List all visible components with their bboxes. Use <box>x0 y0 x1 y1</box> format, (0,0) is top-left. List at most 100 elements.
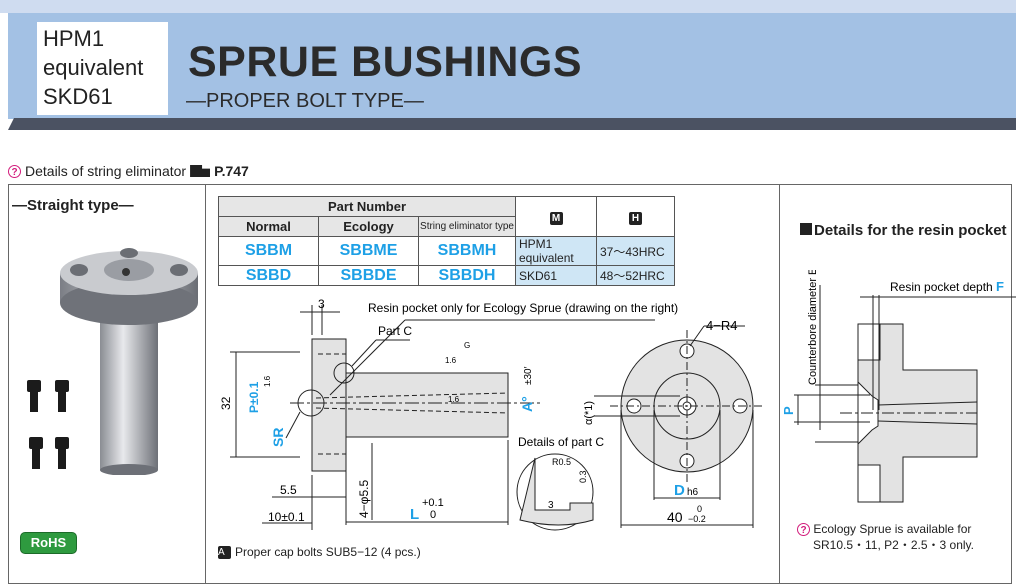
cell-string: SBBMH <box>418 236 516 266</box>
product-photo <box>27 248 198 475</box>
note-text: Details of string eliminator <box>25 163 187 179</box>
drawing-line <box>230 305 655 530</box>
part-number-table: Part Number M H Normal Ecology String el… <box>218 196 675 286</box>
dim-40-tol-bottom: −0.2 <box>688 514 706 524</box>
drawing-line <box>311 338 509 472</box>
drawing-line <box>285 411 301 439</box>
header-band <box>8 13 1016 119</box>
string-eliminator-note: ? Details of string eliminator P.747 <box>8 163 249 179</box>
material-header: M <box>515 196 597 237</box>
drawing-line <box>315 353 509 455</box>
drawing-line <box>297 389 325 417</box>
cell-normal: SBBD <box>218 265 319 286</box>
drawing-line <box>58 449 66 469</box>
d-tolerance: h6 <box>687 487 699 498</box>
drawing-line <box>27 380 41 392</box>
drawing-line <box>857 464 881 503</box>
alpha-label: α(*1) <box>583 401 595 425</box>
drawing-line <box>32 449 40 469</box>
cell-ecology: SBBDE <box>318 265 419 286</box>
dim-5-5: 5.5 <box>280 483 297 497</box>
cap-bolt-caption: A Proper cap bolts SUB5−12 (4 pcs.) <box>218 545 421 559</box>
resin-pocket-drawing: Resin pocket depth F Counterbore diamete… <box>781 270 1016 503</box>
drawing-line <box>315 392 509 399</box>
dim-3-detail: 3 <box>548 500 554 511</box>
drawing-line <box>315 407 509 414</box>
drawing-line <box>170 264 188 276</box>
angle-a: A° <box>519 396 535 412</box>
resin-title-text: Details for the resin pocket <box>814 222 1007 239</box>
col-normal: Normal <box>218 216 319 237</box>
roughness: 1.6 <box>263 375 272 387</box>
hole-spec: 4−φ5.5 <box>357 480 371 518</box>
resin-depth-symbol: F <box>996 279 1004 294</box>
roughness: 1.6 <box>445 356 457 365</box>
drawing-line <box>877 401 978 406</box>
drawing-line <box>70 264 88 276</box>
material-line: SKD61 <box>43 84 113 109</box>
drawing-line <box>333 362 355 384</box>
drawing-line <box>329 319 406 396</box>
table-row: SBBM SBBME SBBMH HPM1 equivalent 37～43HR… <box>218 236 675 266</box>
cell-hardness: 48～52HRC <box>596 265 675 286</box>
roughness: 1.6 <box>448 395 460 404</box>
col-string: String eliminator type <box>418 216 516 237</box>
cell-ecology: SBBME <box>318 236 419 266</box>
shank-section <box>345 372 509 438</box>
hardness-header: H <box>596 196 675 237</box>
cell-string: SBBDH <box>418 265 516 286</box>
page-title: SPRUE BUSHINGS <box>188 38 583 86</box>
flange-section <box>311 338 347 472</box>
drawing-line <box>100 464 158 475</box>
l-tol-bottom: 0 <box>430 509 436 521</box>
note-line: SR10.5・11, P2・2.5・3 only. <box>813 538 974 552</box>
dim-40-tol-top: 0 <box>697 504 702 514</box>
l-tol-top: +0.1 <box>422 497 444 509</box>
drawing-line <box>689 325 705 347</box>
angle-tolerance: ±30′ <box>523 366 534 385</box>
dim-sr: SR <box>270 428 286 447</box>
drawing-line <box>55 437 69 449</box>
part-number-header: Part Number <box>218 196 516 217</box>
cap-bolt <box>27 380 69 469</box>
drawing-line <box>877 420 978 425</box>
resin-pocket-note: Resin pocket only for Ecology Sprue (dra… <box>368 301 678 315</box>
dim-d: D <box>674 482 685 499</box>
type-label: —Straight type— <box>12 197 134 214</box>
drawing-line <box>55 380 69 392</box>
dim-10: 10±0.1 <box>268 510 305 524</box>
material-line: HPM1 <box>43 26 105 51</box>
divider <box>205 184 206 584</box>
dim-40: 40 <box>667 509 683 525</box>
resin-p-label: P <box>781 406 796 415</box>
drawing-line <box>594 325 754 528</box>
drawing-line <box>519 457 594 526</box>
counterbore-label: Counterbore diameter E <box>807 270 819 385</box>
hardness-symbol: H <box>629 211 642 225</box>
page-ref-link[interactable]: P.747 <box>214 163 249 179</box>
dim-3: 3 <box>318 297 325 311</box>
header-shadow-bar <box>8 118 1016 130</box>
detail-c-title: Details of part C <box>518 435 604 449</box>
drawing-line <box>794 285 1016 443</box>
radius-r4: 4−R4 <box>706 318 737 333</box>
rohs-badge: RoHS <box>20 532 77 554</box>
drawing-line <box>610 330 765 485</box>
header-top-strip <box>0 0 1016 13</box>
tip-icon: ? <box>8 164 21 178</box>
dim-32: 32 <box>219 396 233 410</box>
dim-0-3: 0.3 <box>578 470 588 483</box>
material-box: HPM1 equivalent SKD61 <box>37 22 168 115</box>
technical-drawing: 3 Resin pocket only for Ecology Sprue (d… <box>219 297 765 531</box>
roughness-g: G <box>464 341 470 350</box>
drawing-line <box>351 339 377 367</box>
radius-r05: R0.5 <box>552 457 571 467</box>
symbol-a: A <box>218 545 231 559</box>
dim-l: L <box>410 506 419 523</box>
caption-text: Proper cap bolts SUB5−12 (4 pcs.) <box>235 545 421 559</box>
page-subtitle: —PROPER BOLT TYPE— <box>186 90 424 112</box>
drawing-line <box>30 392 38 412</box>
cell-material: SKD61 <box>515 265 597 286</box>
dim-p: P±0.1 <box>247 381 261 413</box>
tip-icon: ? <box>797 523 810 536</box>
